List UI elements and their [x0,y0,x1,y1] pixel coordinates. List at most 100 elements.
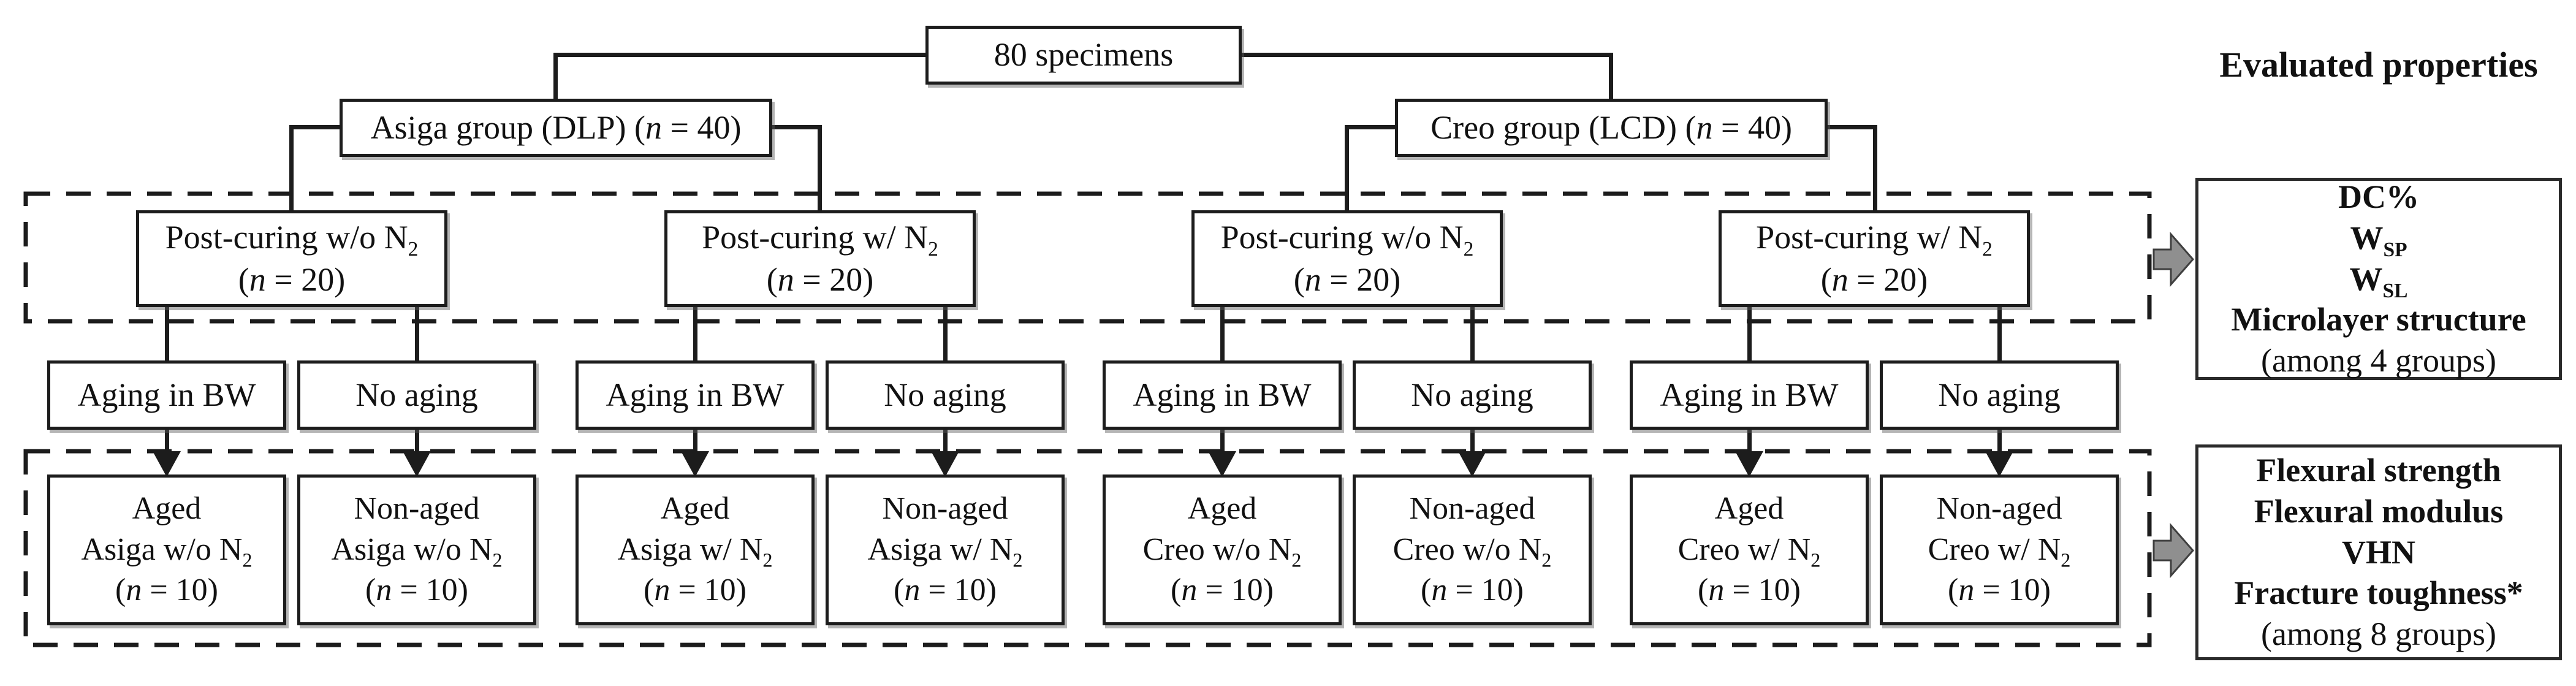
arrow-shaft-3 [693,429,697,455]
aging-label: No aging [884,376,1006,413]
down-arrowhead-6 [1458,451,1486,477]
aging-label: Aging in BW [1133,376,1312,413]
connector-asiga-left-drop [289,125,294,212]
connector-pc-aging-8 [1997,306,2002,362]
node-postcuring-creo-w-n2: Post-curing w/ N2 (n = 20) [1719,210,2030,307]
node-aging-4: No aging [826,360,1065,430]
node-final-aged-creo-w-n2: Aged Creo w/ N2 (n = 10) [1630,474,1869,625]
node-final-nonaged-asiga-w-n2: Non-aged Asiga w/ N2 (n = 10) [826,474,1065,625]
aging-label: No aging [355,376,478,413]
connector-asiga-right-drop [818,125,822,212]
connector-root-to-asiga-drop [553,53,558,102]
node-total-specimens: 80 specimens [925,26,1242,85]
node-final-aged-creo-wo-n2: Aged Creo w/o N2 (n = 10) [1103,474,1342,625]
final-line1: Aged [660,491,730,527]
arrow-shaft-2 [415,429,419,455]
property-flexural-modulus: Flexural modulus [2254,492,2504,530]
aging-label: Aging in BW [606,376,785,413]
connector-creo-right-drop [1873,125,1877,212]
node-aging-5: Aging in BW [1103,360,1342,430]
node-final-aged-asiga-w-n2: Aged Asiga w/ N2 (n = 10) [576,474,815,625]
arrow-shaft-4 [943,429,948,455]
node-final-nonaged-creo-wo-n2: Non-aged Creo w/o N2 (n = 10) [1353,474,1592,625]
node-creo-group: Creo group (LCD) (n = 40) [1395,99,1828,157]
node-postcuring-asiga-wo-n2: Post-curing w/o N2 (n = 20) [136,210,447,307]
final-line1: Aged [1714,491,1784,527]
aging-label: Aging in BW [77,376,256,413]
creo-group-label: Creo group (LCD) (n = 40) [1430,109,1792,146]
box2-note: (among 8 groups) [2261,615,2496,653]
total-specimens-label: 80 specimens [994,36,1174,74]
final-line1: Non-aged [354,491,480,527]
final-line2: Asiga w/o N2 [81,532,253,571]
final-line2: Asiga w/ N2 [867,532,1023,571]
sample-size: (n = 10) [1171,573,1274,608]
connector-creo-left [1347,125,1396,129]
arrow-shaft-8 [1997,429,2002,455]
evaluated-properties-title: Evaluated properties [2219,45,2538,85]
final-line2: Creo w/ N2 [1677,532,1821,571]
down-arrowhead-2 [403,451,431,477]
node-final-aged-asiga-wo-n2: Aged Asiga w/o N2 (n = 10) [47,474,286,625]
down-arrowhead-7 [1735,451,1763,477]
aging-label: Aging in BW [1660,376,1839,413]
connector-root-to-creo [1242,53,1611,57]
property-fracture-toughness: Fracture toughness* [2234,574,2523,612]
connector-pc-aging-7 [1747,306,1752,362]
arrow-shaft-1 [165,429,169,455]
arrow-shaft-7 [1747,429,1752,455]
aging-label: No aging [1411,376,1533,413]
final-line2: Asiga w/ N2 [617,532,773,571]
sample-size: (n = 10) [894,573,997,608]
node-aging-1: Aging in BW [47,360,286,430]
sample-size: (n = 20) [766,261,874,298]
postcuring-label: Post-curing w/o N2 [165,218,419,261]
node-final-nonaged-asiga-wo-n2: Non-aged Asiga w/o N2 (n = 10) [297,474,536,625]
connector-pc-aging-5 [1220,306,1225,362]
sample-size: (n = 10) [365,573,468,608]
box1-note: (among 4 groups) [2261,342,2496,379]
final-line1: Aged [132,491,202,527]
property-microlayer: Microlayer structure [2231,301,2526,338]
down-arrowhead-8 [1985,451,2013,477]
asiga-group-label: Asiga group (DLP) (n = 40) [370,109,742,146]
arrow-shaft-6 [1470,429,1475,455]
sample-size: (n = 10) [115,573,218,608]
sample-size: (n = 10) [1948,573,2051,608]
sample-size: (n = 20) [238,261,346,298]
sample-size: (n = 10) [644,573,747,608]
sample-size: (n = 10) [1421,573,1524,608]
node-aging-8: No aging [1880,360,2119,430]
property-dc: DC% [2338,178,2419,215]
connector-creo-left-drop [1345,125,1349,212]
final-line2: Asiga w/o N2 [331,532,503,571]
down-arrowhead-4 [931,451,959,477]
property-flexural-strength: Flexural strength [2256,451,2501,489]
connector-pc-aging-6 [1470,306,1475,362]
connector-pc-aging-2 [415,306,419,362]
postcuring-label: Post-curing w/o N2 [1220,218,1474,261]
postcuring-label: Post-curing w/ N2 [1756,218,1993,261]
connector-pc-aging-3 [693,306,697,362]
connector-pc-aging-4 [943,306,948,362]
down-arrowhead-1 [153,451,181,477]
post-curing-stage-dashed-region [23,191,2152,324]
connector-pc-aging-1 [165,306,169,362]
sample-size: (n = 40) [634,109,742,146]
node-aging-6: No aging [1353,360,1592,430]
node-postcuring-asiga-w-n2: Post-curing w/ N2 (n = 20) [664,210,976,307]
node-aging-3: Aging in BW [576,360,815,430]
final-line1: Aged [1187,491,1257,527]
final-line1: Non-aged [1409,491,1535,527]
aging-label: No aging [1938,376,2061,413]
property-vhn: VHN [2342,533,2415,571]
node-final-nonaged-creo-w-n2: Non-aged Creo w/ N2 (n = 10) [1880,474,2119,625]
final-line1: Non-aged [882,491,1008,527]
connector-root-to-asiga [556,53,925,57]
property-wsl: WSL [2349,260,2408,302]
postcuring-label: Post-curing w/ N2 [702,218,938,261]
connector-creo-right [1826,125,1875,129]
node-aging-7: Aging in BW [1630,360,1869,430]
arrow-shaft-5 [1220,429,1225,455]
